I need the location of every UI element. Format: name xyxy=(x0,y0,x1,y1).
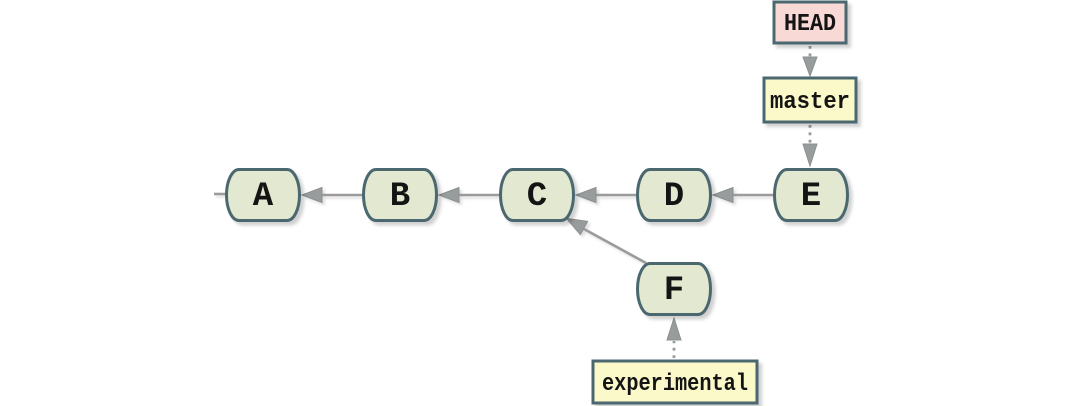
edge-e-d xyxy=(711,186,774,204)
commit-node-a: A xyxy=(225,168,301,222)
head-label: HEAD xyxy=(784,11,836,38)
edge-f-c xyxy=(565,217,647,265)
ref-box-master: master xyxy=(762,76,858,124)
arrowhead-left-icon xyxy=(437,186,460,204)
ref-box-experimental: experimental xyxy=(591,359,759,405)
commit-shape xyxy=(499,168,575,222)
commit-label: E xyxy=(801,178,821,216)
arrowhead-upleft-icon xyxy=(565,217,589,236)
commit-shape xyxy=(636,168,712,222)
edge-experimental-f xyxy=(666,316,682,358)
commit-node-d: D xyxy=(636,168,712,222)
edge-b-a xyxy=(300,186,363,204)
commit-node-b: B xyxy=(362,168,438,222)
arrowhead-left-icon xyxy=(574,186,597,204)
commit-shape xyxy=(362,168,438,222)
experimental-box xyxy=(591,359,759,405)
commit-label: D xyxy=(664,178,684,216)
commit-label: C xyxy=(527,178,547,216)
commit-shape xyxy=(225,168,301,222)
commit-label: B xyxy=(390,178,410,216)
ref-box-head: HEAD xyxy=(772,0,848,45)
master-label: master xyxy=(770,89,850,116)
commit-nodes: A B C D E F xyxy=(225,168,849,316)
commit-node-c: C xyxy=(499,168,575,222)
commit-shape xyxy=(636,262,712,316)
dotted-edges xyxy=(666,46,818,358)
commit-node-f: F xyxy=(636,262,712,316)
commit-label: F xyxy=(664,272,684,310)
arrowhead-down-icon xyxy=(802,143,818,168)
edge-c-b xyxy=(437,186,500,204)
edge-line xyxy=(583,227,647,265)
edge-head-master xyxy=(802,46,818,78)
head-box xyxy=(772,0,848,45)
edge-d-c xyxy=(574,186,637,204)
master-box xyxy=(762,76,858,124)
ref-boxes: HEAD master experimental xyxy=(591,0,858,405)
arrowhead-left-icon xyxy=(711,186,734,204)
commit-node-e: E xyxy=(773,168,849,222)
arrowhead-left-icon xyxy=(300,186,323,204)
edge-master-e xyxy=(802,125,818,168)
arrowhead-down-icon xyxy=(802,56,818,78)
experimental-label: experimental xyxy=(602,371,748,398)
arrowhead-up-icon xyxy=(666,316,682,341)
commit-shape xyxy=(773,168,849,222)
solid-edges xyxy=(214,186,774,265)
commit-label: A xyxy=(253,178,274,216)
